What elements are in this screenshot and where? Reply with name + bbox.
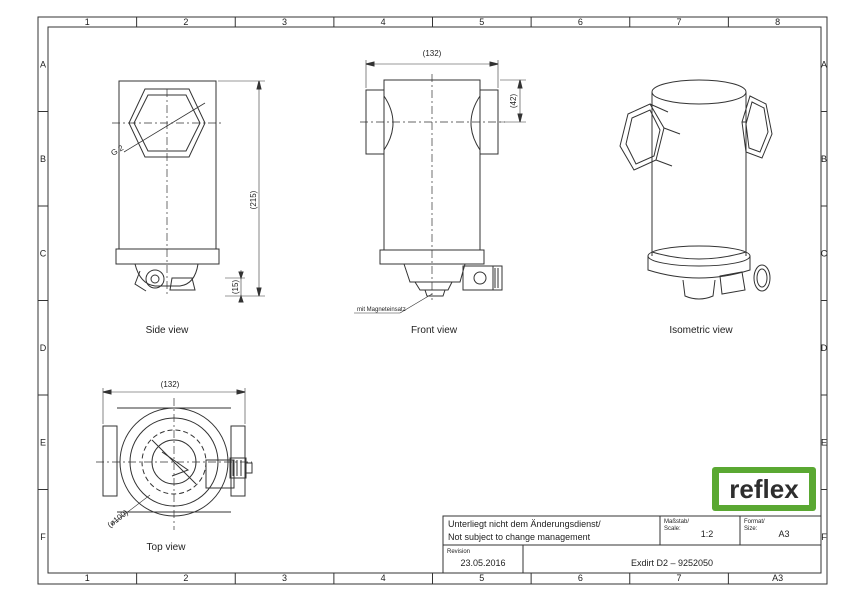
- zone-row-label-left: B: [40, 154, 46, 164]
- front-view-label: Front view: [411, 325, 458, 336]
- zone-column-label-bottom: 2: [183, 573, 188, 583]
- zone-column-label-bottom: 1: [85, 573, 90, 583]
- zone-column-label-top: 3: [282, 17, 287, 27]
- zone-row-label-right: B: [821, 154, 827, 164]
- format-label-en: Size:: [744, 526, 758, 532]
- zone-row-label-right: E: [821, 437, 827, 447]
- zone-column-label-top: 7: [677, 17, 682, 27]
- scale-value: 1:2: [701, 529, 714, 539]
- thread-size-label: G 2: [109, 143, 125, 158]
- side-view-drawing: [112, 80, 265, 303]
- top-width-dimension: (132): [161, 380, 180, 389]
- front-width-dimension: (132): [423, 49, 442, 58]
- zone-column-label-top: 2: [183, 17, 188, 27]
- revision-date: 23.05.2016: [460, 558, 505, 568]
- revision-label: Revision: [447, 549, 470, 555]
- zone-column-label-top: 4: [381, 17, 386, 27]
- scale-label-en: Scale:: [664, 526, 681, 532]
- front-port-dimension: (42): [509, 94, 518, 109]
- zone-row-label-right: A: [821, 59, 827, 69]
- zone-row-label-left: E: [40, 437, 46, 447]
- title-block-frame: [442, 515, 822, 574]
- top-view-label: Top view: [147, 542, 187, 553]
- front-view-drawing: [354, 60, 526, 314]
- zone-row-label-left: D: [40, 343, 47, 353]
- zone-column-label-bottom: 3: [282, 573, 287, 583]
- change-notice-de: Unterliegt nicht dem Änderungsdienst/: [448, 519, 601, 529]
- top-diameter-dimension: (ø100): [106, 508, 130, 530]
- sheet-frame: [37, 16, 828, 585]
- zone-grid-ticks: [38, 17, 827, 584]
- format-label-de: Format/: [744, 519, 765, 525]
- zone-column-label-bottom: 5: [479, 573, 484, 583]
- magnet-insert-callout: mit Magneteinsatz: [357, 307, 406, 313]
- zone-column-label-top: 5: [479, 17, 484, 27]
- zone-row-label-left: C: [40, 248, 47, 258]
- top-view-drawing: [96, 388, 253, 530]
- side-height-dimension: (215): [249, 190, 258, 209]
- zone-column-label-bottom: A3: [772, 573, 783, 583]
- zone-row-label-right: D: [821, 343, 828, 353]
- zone-column-label-top: 1: [85, 17, 90, 27]
- reflex-logo: reflex: [712, 467, 816, 511]
- zone-column-label-bottom: 6: [578, 573, 583, 583]
- scale-label-de: Maßstab/: [664, 519, 689, 525]
- isometric-view-drawing: [619, 79, 773, 300]
- zone-row-label-right: F: [821, 532, 827, 542]
- zone-column-label-top: 8: [775, 17, 780, 27]
- format-value: A3: [778, 529, 789, 539]
- zone-column-label-bottom: 7: [677, 573, 682, 583]
- zone-row-label-left: F: [40, 532, 46, 542]
- isometric-view-label: Isometric view: [669, 325, 733, 336]
- zone-row-label-left: A: [40, 59, 46, 69]
- zone-column-label-bottom: 4: [381, 573, 386, 583]
- side-base-dimension: (15): [231, 280, 240, 295]
- logo-text: reflex: [729, 474, 799, 504]
- side-view-label: Side view: [146, 325, 190, 336]
- zone-column-label-top: 6: [578, 17, 583, 27]
- zone-row-label-right: C: [821, 248, 828, 258]
- drawing-title: Exdirt D2 – 9252050: [631, 558, 713, 568]
- change-notice-en: Not subject to change management: [448, 532, 591, 542]
